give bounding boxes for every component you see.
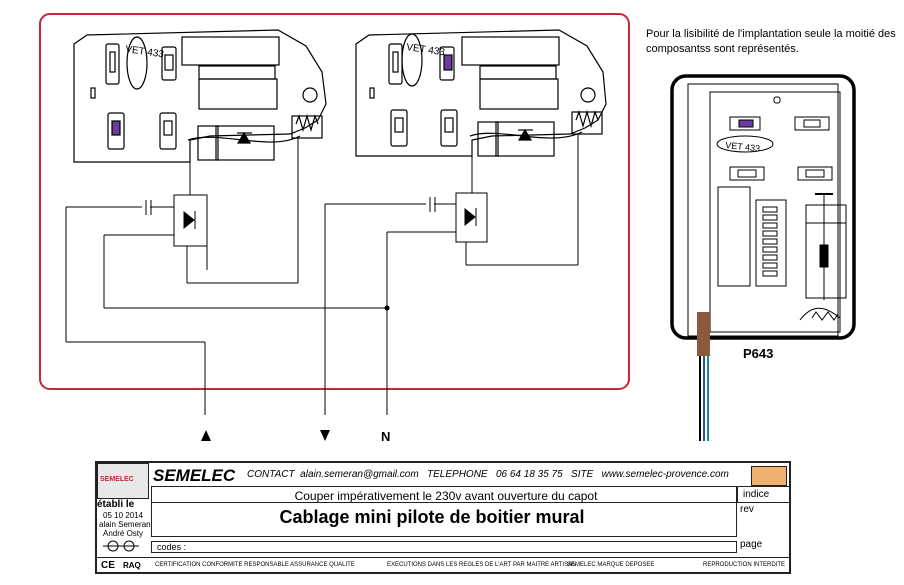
module-board-left [73, 29, 327, 163]
wiring-left [65, 138, 385, 415]
corner-logo [751, 466, 787, 486]
established-date: 05 10 2014 [103, 511, 144, 520]
page-label: page [740, 539, 763, 550]
module-frame [39, 13, 630, 390]
established-label: établi le [97, 499, 135, 510]
legibility-note: Pour la lisibilité de l'implantation seu… [646, 28, 896, 55]
terminal-arrow-up [201, 430, 211, 441]
pilot-part-label: VET 433 [725, 140, 761, 154]
telephone: 06 64 18 35 75 [495, 469, 563, 480]
author-2: André Osty [103, 529, 144, 538]
email: alain.semeran@gmail.com [300, 469, 419, 480]
footer-certification: CERTIFICATION CONFORMITE RESPONSABLE ASS… [155, 562, 355, 568]
cable-gland [697, 312, 710, 356]
wiring-right [324, 134, 579, 415]
terminal-label-n: N [381, 429, 391, 444]
author-1: alain Semeran [99, 520, 151, 529]
pilot-label: P643 [743, 346, 774, 361]
contact-label: CONTACT [247, 469, 295, 480]
indice-label: indice [743, 489, 770, 500]
pilot-box [670, 74, 856, 340]
terminal-arrow-down [320, 430, 330, 441]
site-label: SITE [571, 469, 594, 480]
diagram-title: Cablage mini pilote de boitier mural [279, 507, 585, 527]
module-part-label-right: VET 433 [406, 42, 446, 58]
codes-label: codes : [157, 542, 187, 552]
contact-line: CONTACT alain.semeran@gmail.com TELEPHON… [247, 469, 729, 480]
compass-symbol [103, 540, 139, 552]
raq-label: RAQ [123, 561, 141, 570]
title-block: SEMELEC SEMELEC CONTACT alain.semeran@gm… [95, 461, 791, 574]
footer-execution: EXECUTIONS DANS LES REGLES DE L'ART PAR … [387, 562, 577, 568]
telephone-label: TELEPHONE [427, 469, 488, 480]
rev-label: rev [740, 504, 754, 515]
module-board-right [355, 29, 607, 157]
indice-box [737, 486, 791, 503]
ce-mark: CE [101, 560, 115, 571]
safety-notice: Couper impérativement le 230v avant ouve… [294, 489, 598, 503]
title-box [151, 502, 737, 537]
footer-separator [97, 557, 791, 558]
brand-name: SEMELEC [153, 466, 236, 485]
codes-box [151, 541, 737, 553]
footer-reproduction: REPRODUCTION INTERDITE [703, 562, 786, 568]
footer-trademark: SEMELEC MARQUE DEPOSEE [567, 562, 655, 568]
logo-text: SEMELEC [100, 476, 134, 483]
module-part-label-left: VET 433 [125, 44, 165, 60]
site: www.semelec-provence.com [601, 469, 729, 480]
semelec-logo: SEMELEC [97, 463, 149, 499]
